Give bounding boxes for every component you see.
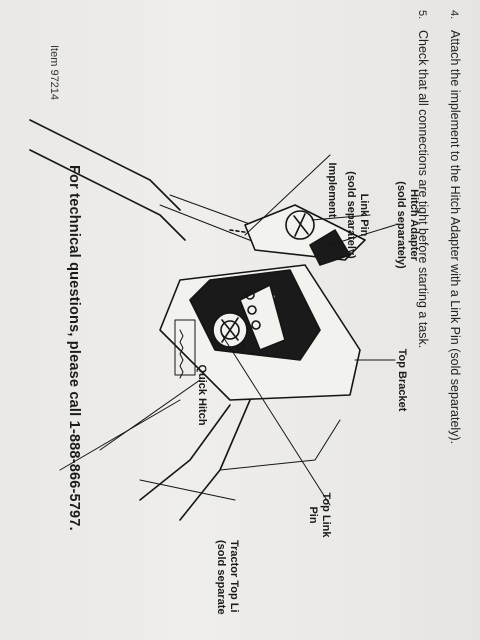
implement-frame-inner — [29, 149, 186, 241]
label-top-link-pin: Top Link Pin — [306, 465, 332, 565]
quick-hitch-right-edge — [219, 419, 341, 471]
technical-questions-footer: For technical questions, please call 1-8… — [66, 165, 82, 531]
label-link-pin: Link Pin (sold separately) — [344, 160, 370, 270]
label-tractor-top-link-line1: Tractor Top Li — [228, 540, 240, 613]
label-link-pin-line1: Link Pin — [358, 193, 370, 237]
leader-hitch-adapter — [329, 224, 396, 246]
leader-top-link-pin — [221, 334, 331, 506]
leader-link-pin — [311, 214, 371, 221]
label-top-link-pin-line1: Top Link — [320, 492, 332, 538]
label-tractor-top-link: Tractor Top Li (sold separate — [214, 540, 240, 640]
label-quick-hitch: Quick Hitch — [196, 364, 208, 426]
label-hitch-adapter-line1: Hitch Adapter — [408, 189, 420, 261]
tractor-arm — [99, 379, 201, 451]
bracket-hole-1 — [245, 290, 255, 300]
leader-tractor-top-link — [139, 479, 236, 501]
label-tractor-top-link-line2: (sold separate — [215, 540, 227, 615]
top-link-pin-inner — [220, 320, 240, 340]
tractor-arm-2 — [59, 399, 181, 471]
top-link-pin-cross — [221, 317, 239, 343]
tractor-top-link-2 — [139, 404, 231, 501]
hitch-adapter-block — [309, 229, 351, 266]
bracket-hole-2 — [247, 305, 257, 315]
serrated-edge — [179, 329, 184, 379]
label-top-link-pin-line2: Pin — [307, 506, 319, 524]
label-hitch-adapter-line2: (sold separately) — [395, 181, 407, 269]
implement-frame — [29, 119, 181, 211]
leader-implement — [244, 154, 331, 236]
top-bracket — [239, 284, 286, 351]
link-pin-cross — [293, 213, 309, 237]
label-hitch-adapter: Hitch Adapter (sold separately) — [394, 170, 420, 280]
bracket-hole-3 — [251, 320, 261, 330]
label-top-bracket: Top Bracket — [396, 348, 408, 412]
lower-plate — [174, 319, 196, 376]
label-link-pin-line2: (sold separately) — [345, 171, 357, 259]
label-implement: Implement — [326, 162, 338, 218]
